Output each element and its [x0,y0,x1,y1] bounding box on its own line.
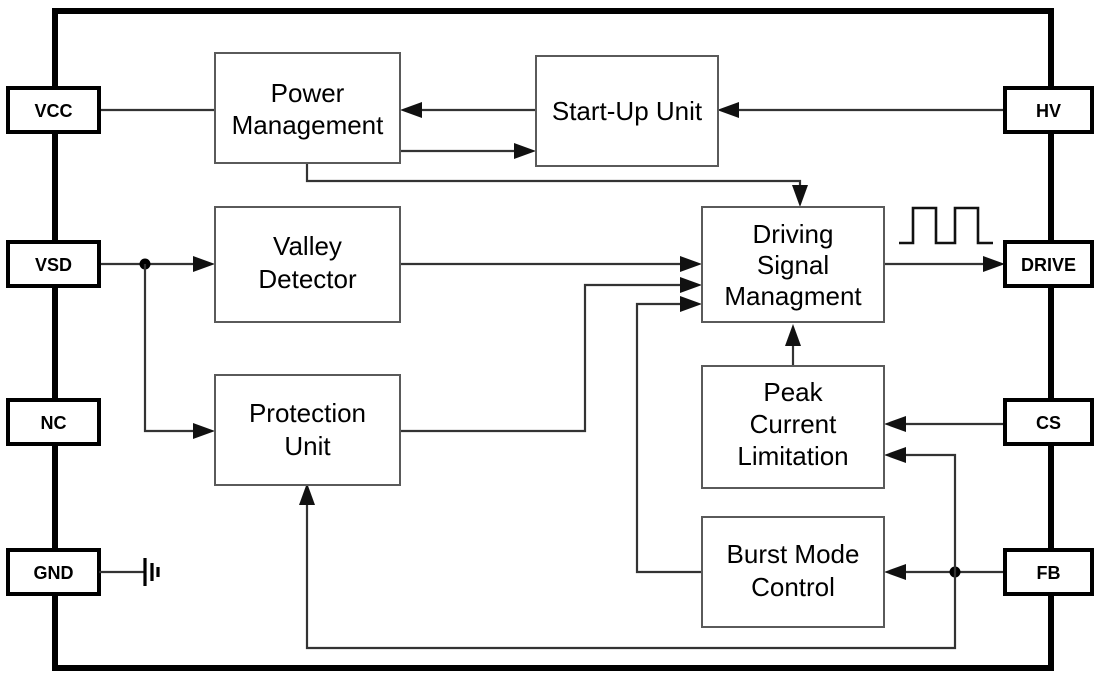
wire-fb-to-protection-unit [299,483,957,650]
pulse-waveform-icon [899,206,993,245]
block-peak-current-limitation[interactable]: Peak Current Limitation [701,365,885,489]
wire-peak-current-to-driving-signal [785,324,801,366]
wire-cs-to-peak-current [884,416,1005,432]
pin-vsd-label: VSD [35,255,72,275]
ground-symbol-icon [99,558,160,586]
block-burst-mode-control[interactable]: Burst Mode Control [701,516,885,628]
block-power-management-label-line1: Power [271,78,345,108]
pin-hv-label: HV [1036,101,1061,121]
block-protection-unit[interactable]: Protection Unit [214,374,401,486]
block-burst-mode-control-label-line2: Control [751,572,835,602]
block-valley-detector-label-line2: Detector [258,264,357,294]
wire-vsd-to-valley-detector [99,256,215,272]
block-peak-current-limitation-label-line3: Limitation [737,441,848,471]
pin-cs[interactable]: CS [1003,398,1094,446]
block-power-management-label-line2: Management [232,110,385,140]
wire-fb-to-burst-mode [884,564,1005,580]
block-driving-signal-management-label-line3: Managment [724,281,862,311]
pin-drive-label: DRIVE [1021,255,1076,275]
block-driving-signal-management-label-line1: Driving [753,219,834,249]
block-start-up-unit[interactable]: Start-Up Unit [535,55,719,167]
block-peak-current-limitation-label-line1: Peak [763,377,823,407]
pin-hv[interactable]: HV [1003,86,1094,134]
block-valley-detector[interactable]: Valley Detector [214,206,401,323]
wire-hv-to-startup-unit [717,102,1005,118]
block-protection-unit-label-line1: Protection [249,398,366,428]
wire-protection-unit-to-driving-signal [400,277,702,433]
wire-power-management-to-driving-signal [305,163,808,207]
pin-gnd-label: GND [34,563,74,583]
pin-nc-label: NC [41,413,67,433]
block-peak-current-limitation-label-line2: Current [750,409,837,439]
pin-drive[interactable]: DRIVE [1003,240,1094,288]
block-driving-signal-management[interactable]: Driving Signal Managment [701,206,885,323]
pin-gnd[interactable]: GND [6,548,101,596]
pin-nc[interactable]: NC [6,398,101,446]
wire-driving-signal-to-drive [884,256,1005,272]
wire-valley-detector-to-driving-signal [400,256,702,272]
block-driving-signal-management-label-line2: Signal [757,250,829,280]
wire-fb-to-peak-current [884,447,957,572]
wire-startup-to-power-management [400,102,536,118]
pin-cs-label: CS [1036,413,1061,433]
pin-vsd[interactable]: VSD [6,240,101,288]
pin-vcc[interactable]: VCC [6,86,101,134]
wire-burst-mode-to-driving-signal [635,296,702,574]
pin-vcc-label: VCC [34,101,72,121]
pin-fb[interactable]: FB [1003,548,1094,596]
wire-vsd-to-protection-unit [143,264,215,439]
block-burst-mode-control-label-line1: Burst Mode [727,539,860,569]
block-power-management[interactable]: Power Management [214,52,401,164]
block-protection-unit-label-line2: Unit [284,431,331,461]
block-start-up-unit-label: Start-Up Unit [552,96,703,126]
pin-fb-label: FB [1037,563,1061,583]
wire-power-management-to-startup [400,143,536,159]
block-valley-detector-label-line1: Valley [273,231,342,261]
